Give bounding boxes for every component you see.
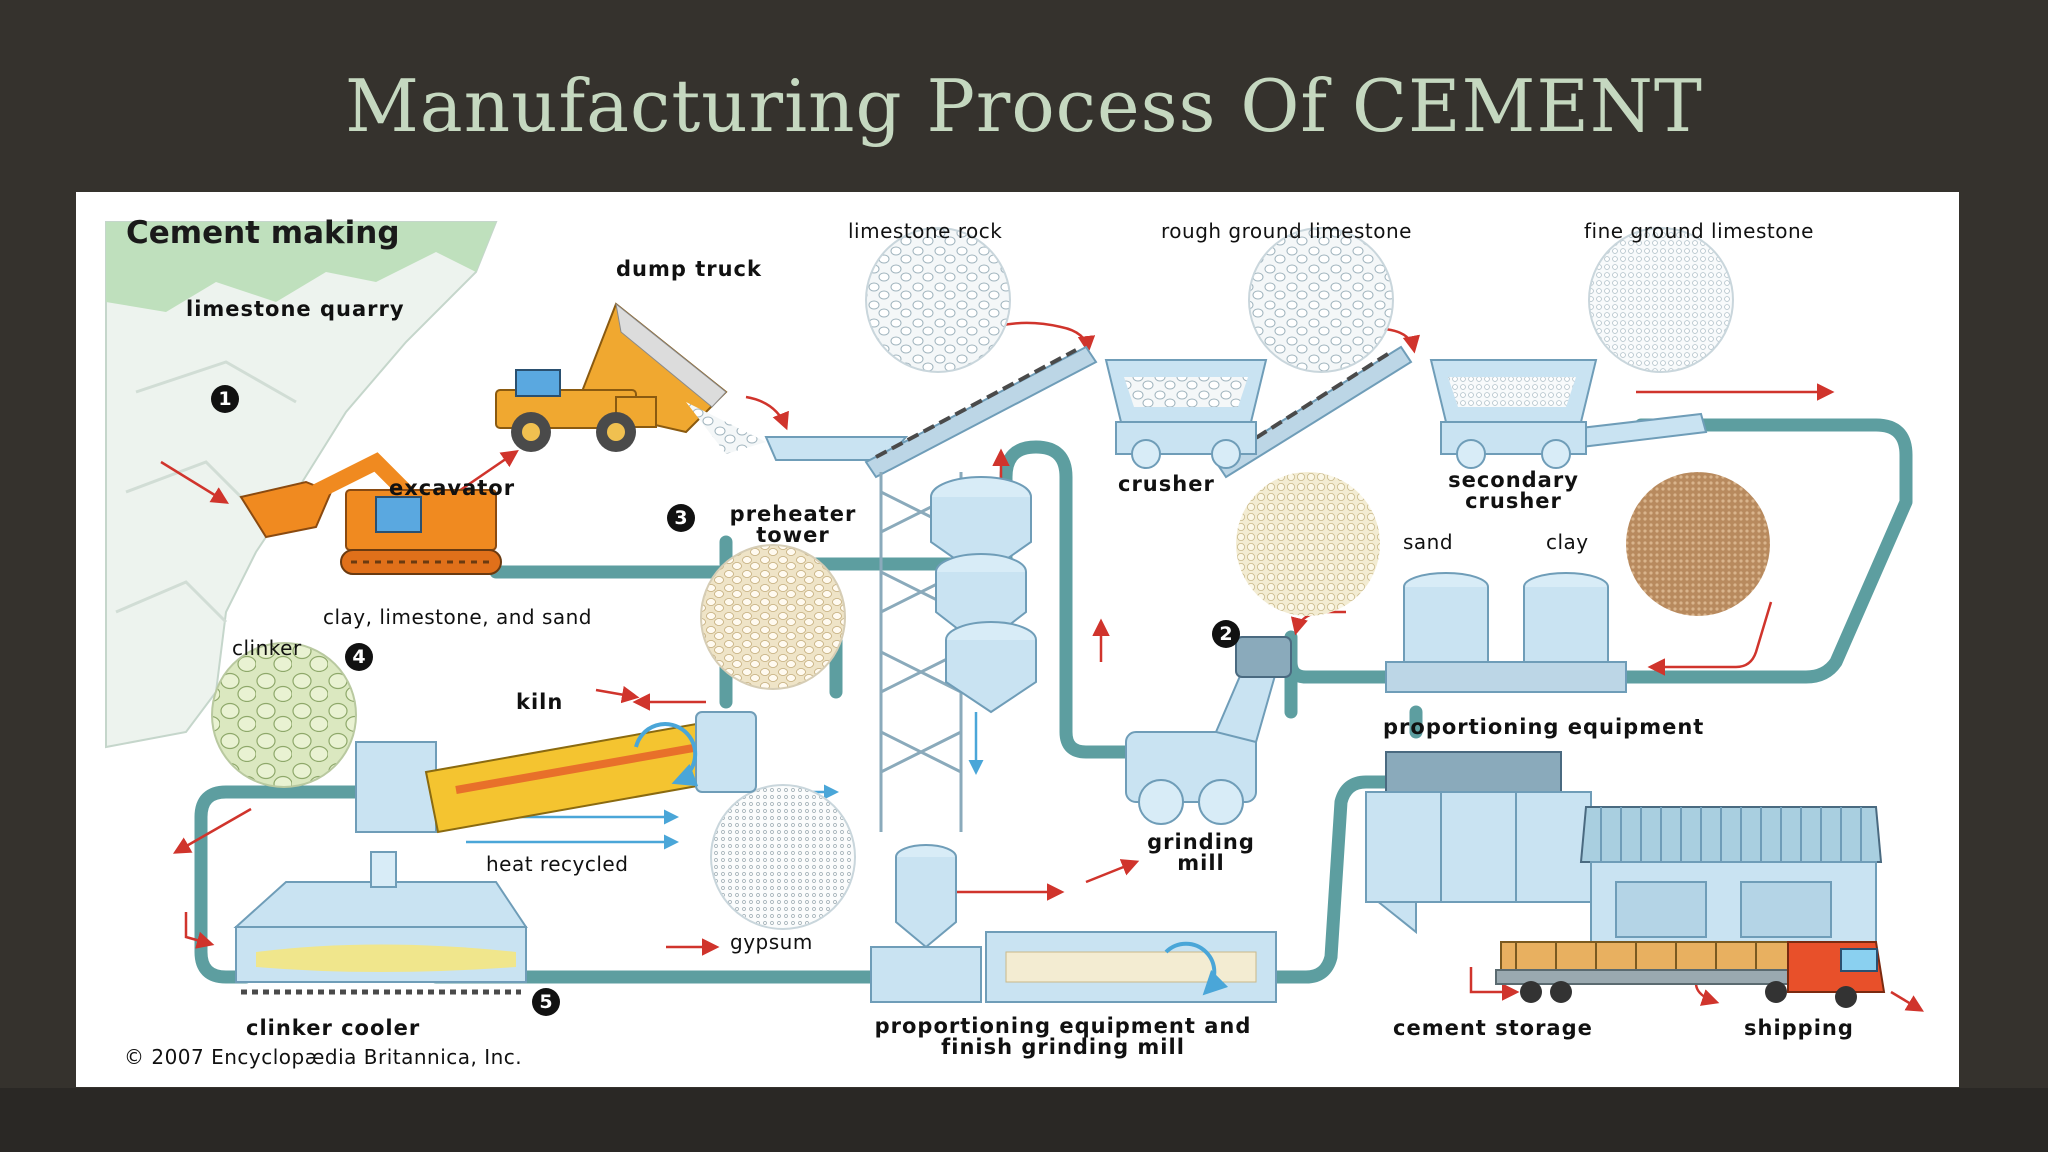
dump-truck-illustration bbox=[495, 302, 766, 454]
label-clay-limestone-sand: clay, limestone, and sand bbox=[323, 605, 592, 629]
sand-sample bbox=[1236, 472, 1380, 616]
finish-grinding-mill bbox=[870, 844, 1277, 1003]
label-proportioning-equipment: proportioning equipment bbox=[1383, 715, 1705, 739]
label-clinker: clinker bbox=[232, 636, 302, 660]
label-limestone-rock: limestone rock bbox=[848, 219, 1003, 243]
cement-storage-silos bbox=[1365, 751, 1592, 935]
warehouse bbox=[1579, 806, 1883, 943]
primary-crusher bbox=[1104, 359, 1268, 469]
grinding-mill bbox=[1125, 636, 1292, 825]
label-finish-grinding: proportioning equipment and finish grind… bbox=[874, 1014, 1252, 1059]
label-dump-truck: dump truck bbox=[616, 257, 762, 281]
label-fine-ground-limestone: fine ground limestone bbox=[1584, 219, 1814, 243]
footer-band bbox=[0, 1088, 2048, 1152]
preheater-tower bbox=[879, 472, 1037, 832]
slide-title: Manufacturing Process Of CEMENT bbox=[345, 64, 1703, 148]
label-clay: clay bbox=[1546, 530, 1589, 554]
label-cement-storage: cement storage bbox=[1393, 1016, 1593, 1040]
label-clinker-cooler: clinker cooler bbox=[246, 1016, 421, 1040]
conveyor-1 bbox=[864, 345, 1098, 479]
copyright-notice: © 2007 Encyclopædia Britannica, Inc. bbox=[124, 1045, 523, 1069]
step-marker-1: 1 bbox=[211, 385, 239, 413]
clinker-cooler bbox=[233, 851, 528, 995]
rough-ground-sample bbox=[1248, 227, 1394, 373]
step-marker-2: 2 bbox=[1212, 620, 1240, 648]
label-excavator: excavator bbox=[389, 476, 516, 500]
conveyor-2 bbox=[1214, 345, 1413, 479]
shipping-truck bbox=[1495, 941, 1886, 1008]
cement-diagram: Cement making limestone quarry dump truc… bbox=[76, 192, 1959, 1087]
label-preheater-tower: preheater tower bbox=[729, 502, 857, 547]
label-kiln: kiln bbox=[516, 690, 564, 714]
label-rough-ground-limestone: rough ground limestone bbox=[1161, 219, 1412, 243]
label-sand: sand bbox=[1403, 530, 1454, 554]
secondary-crusher bbox=[1429, 359, 1598, 469]
gypsum-sample bbox=[710, 784, 856, 930]
step-marker-4: 4 bbox=[345, 643, 373, 671]
rotary-kiln bbox=[355, 711, 757, 834]
clay-sample bbox=[1626, 472, 1770, 616]
label-crusher: crusher bbox=[1118, 472, 1215, 496]
label-secondary-crusher: secondary crusher bbox=[1448, 468, 1579, 513]
process-illustration bbox=[105, 221, 1925, 1012]
pipe-network bbox=[194, 418, 1913, 984]
step-marker-3: 3 bbox=[667, 504, 695, 532]
excavator-illustration bbox=[239, 452, 502, 575]
proportioning-silos bbox=[1385, 572, 1627, 693]
raw-mix-sample bbox=[700, 544, 846, 690]
limestone-rock-sample bbox=[865, 227, 1011, 373]
step-marker-5: 5 bbox=[532, 988, 560, 1016]
label-limestone-quarry: limestone quarry bbox=[186, 297, 405, 321]
label-heat-recycled: heat recycled bbox=[486, 852, 629, 876]
diagram-heading: Cement making bbox=[126, 215, 400, 251]
label-grinding-mill: grinding mill bbox=[1147, 830, 1255, 875]
label-shipping: shipping bbox=[1744, 1016, 1854, 1040]
fine-ground-sample bbox=[1588, 227, 1734, 373]
label-gypsum: gypsum bbox=[730, 930, 813, 954]
clinker-sample bbox=[211, 642, 357, 788]
